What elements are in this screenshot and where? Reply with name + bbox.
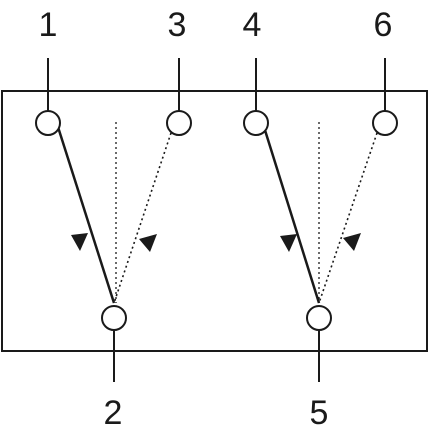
pole2-contact-alternate [318,132,378,304]
pin-label-4: 4 [243,6,262,44]
pole1-left-arrow-icon [71,233,88,251]
terminal-1 [35,110,61,136]
pole2-left-arrow-icon [280,234,297,252]
pole2-right-arrow-icon [343,233,361,251]
terminal-6 [372,110,398,136]
pole1-contact-alternate [113,132,172,304]
pin-label-1: 1 [39,6,58,44]
pin-label-3: 3 [168,6,187,44]
pin-label-5: 5 [310,394,329,432]
terminal-5 [306,305,332,331]
pole1-contact-active [56,126,116,304]
pole2-contact-active [262,126,321,304]
terminal-4 [243,110,269,136]
pin-label-2: 2 [104,394,123,432]
pole1-right-arrow-icon [139,234,157,252]
switch-housing [1,90,428,352]
pin-label-6: 6 [374,6,393,44]
terminal-3 [166,110,192,136]
terminal-2 [101,305,127,331]
